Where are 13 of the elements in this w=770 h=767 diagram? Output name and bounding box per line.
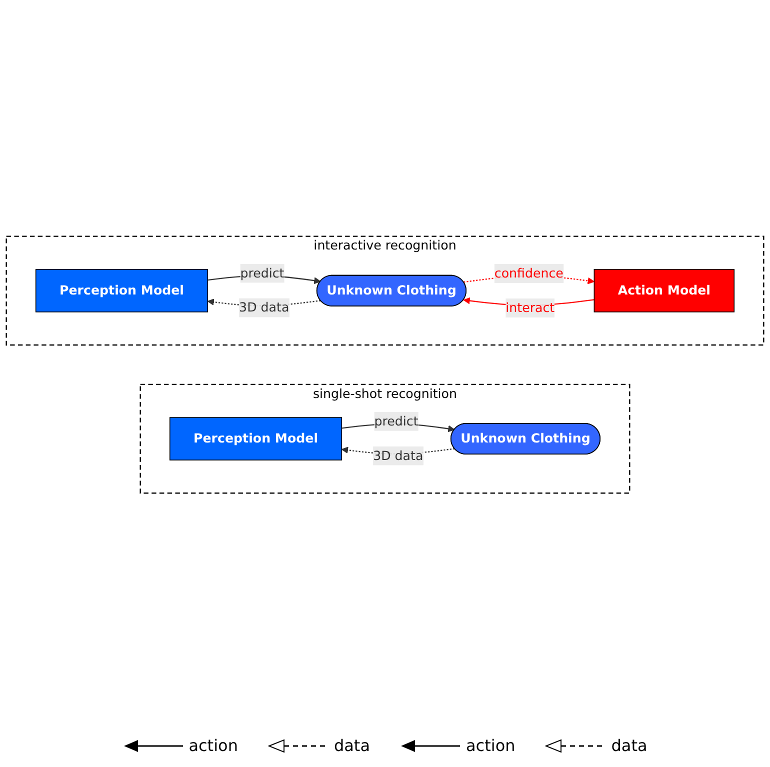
legend-label: data <box>611 736 648 755</box>
node-box: Action Model <box>594 269 735 313</box>
edge-label: 3D data <box>239 300 290 316</box>
node-box: Perception Model <box>169 417 342 461</box>
edge-label: predict <box>240 266 284 281</box>
edge-label: interact <box>506 300 555 316</box>
node-box: Perception Model <box>35 269 208 313</box>
edge-label: 3D data <box>373 448 424 464</box>
legend-label: data <box>334 736 370 755</box>
legend-label: action <box>188 736 238 755</box>
edge-label: confidence <box>494 266 564 281</box>
legend-label: action <box>466 736 516 755</box>
edge-label: predict <box>374 414 418 429</box>
